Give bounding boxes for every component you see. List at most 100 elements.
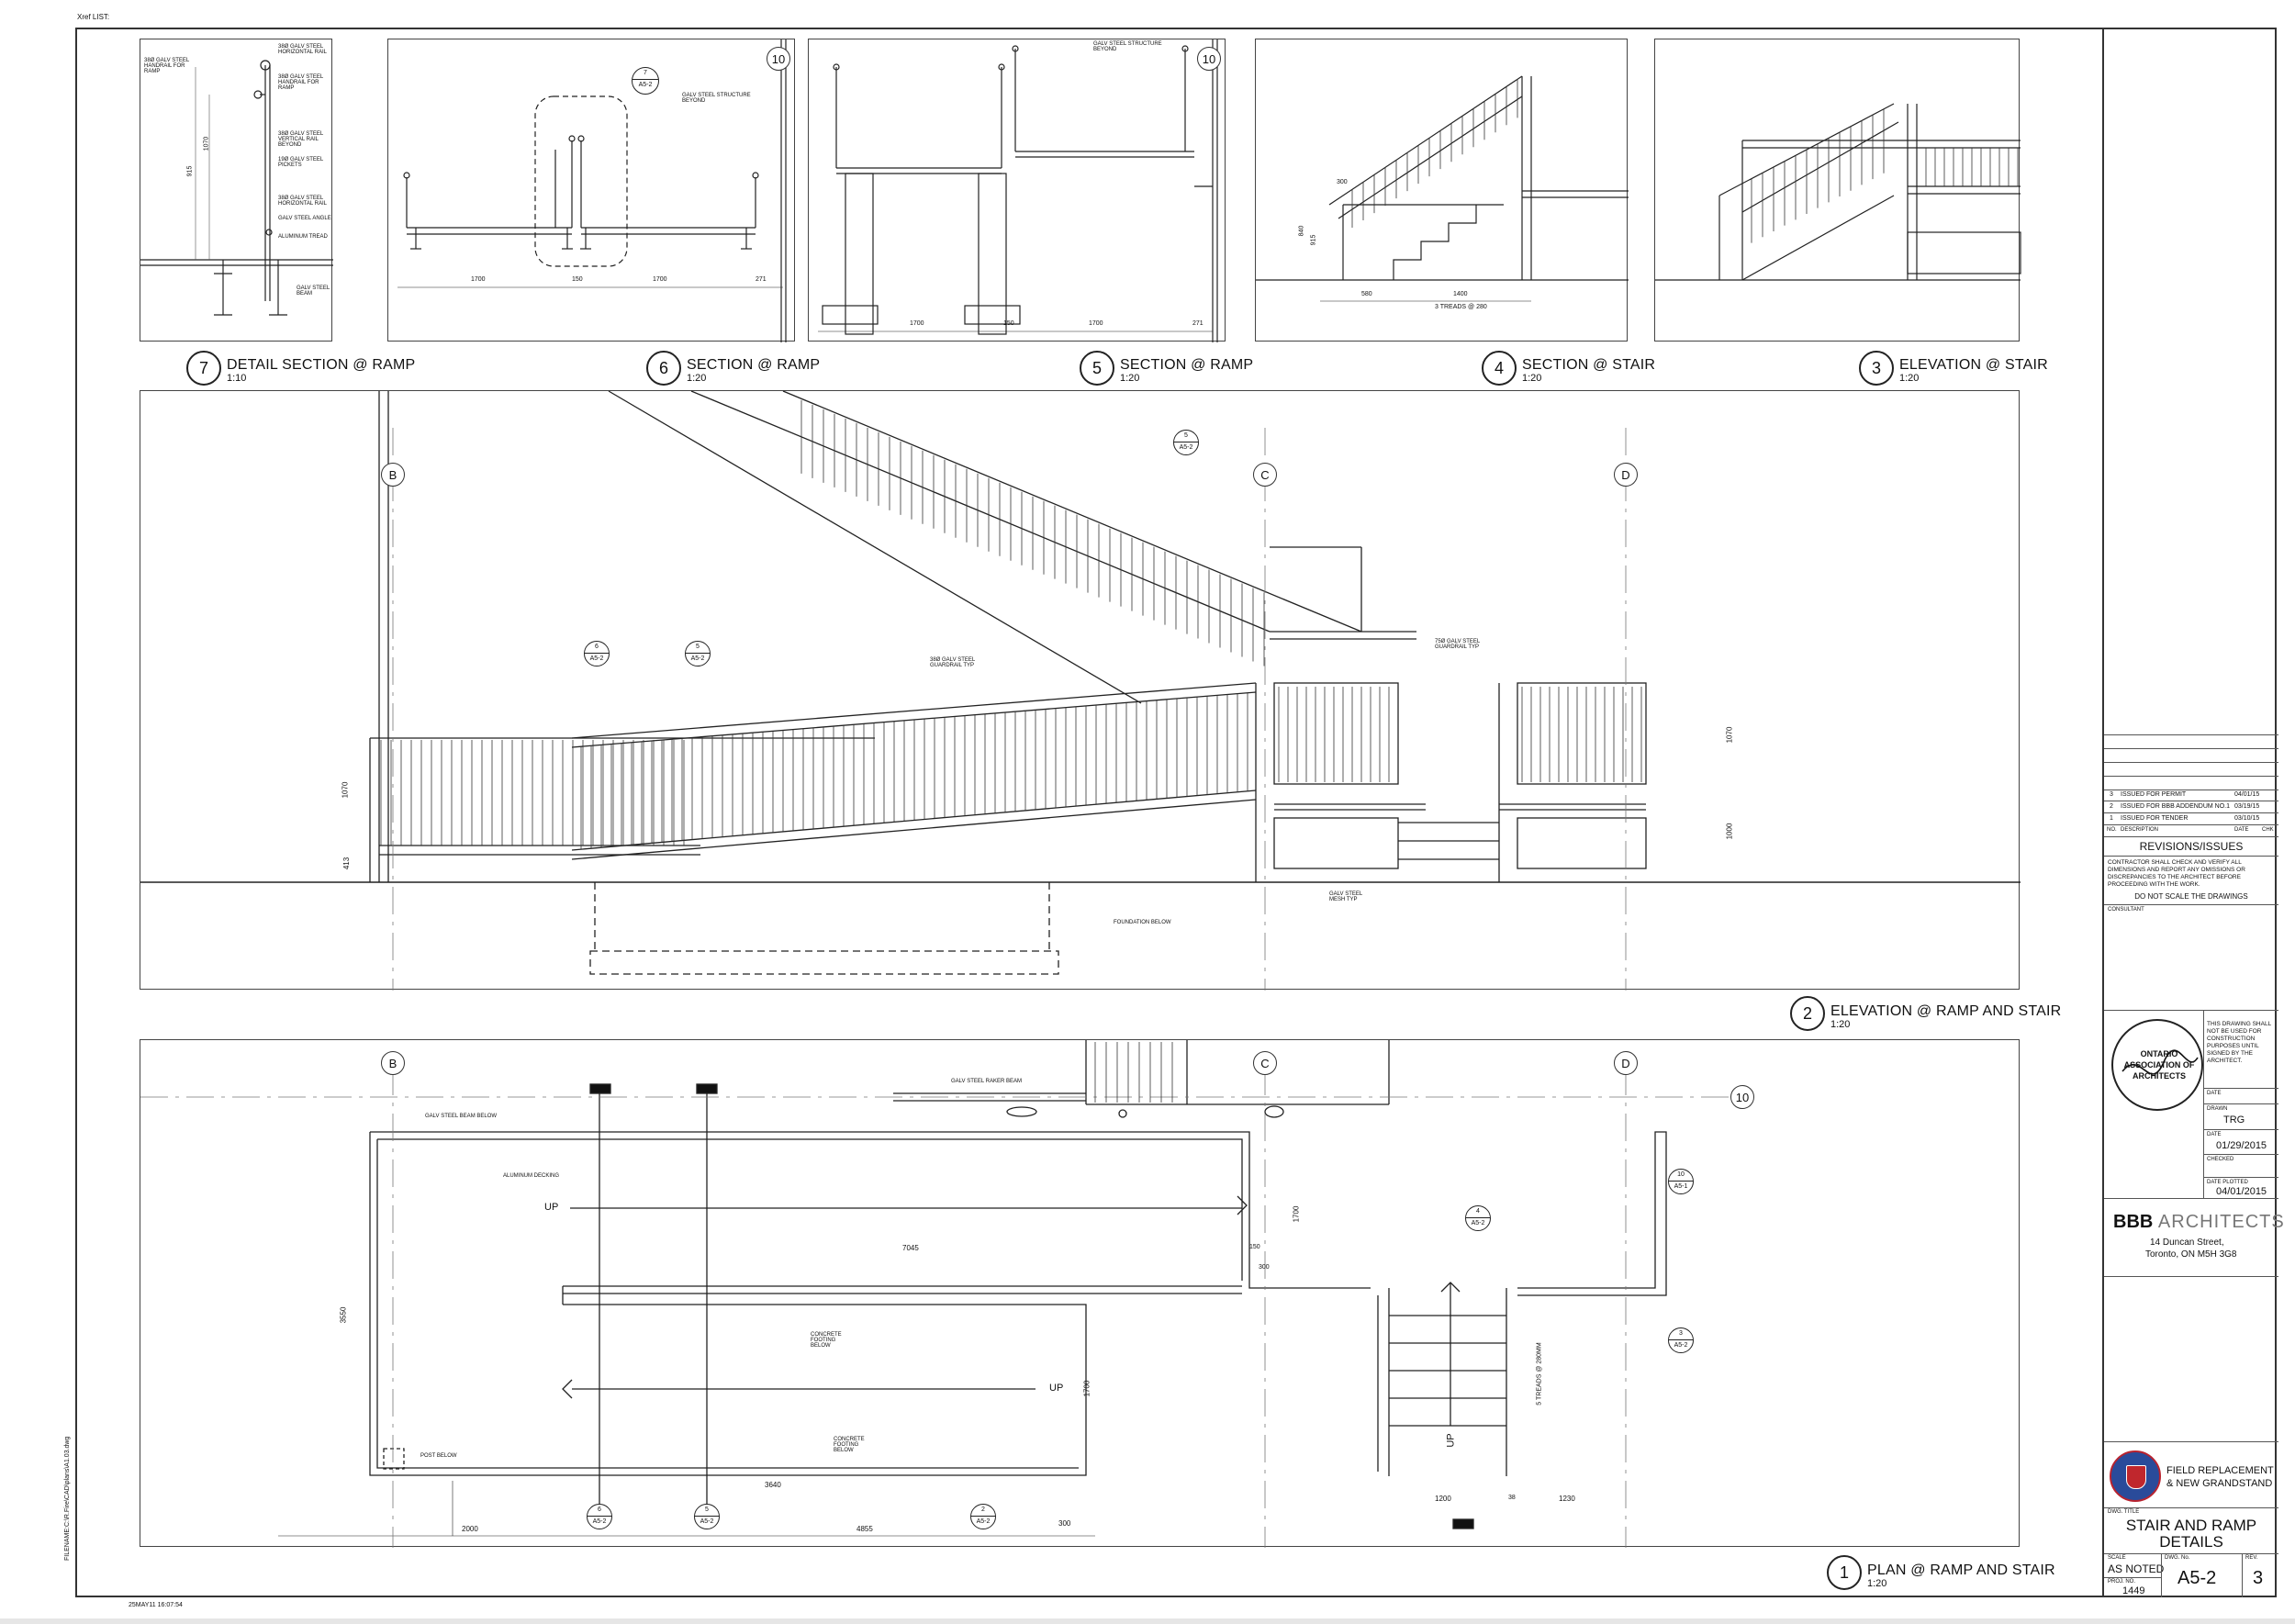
detail-1-dim-13: 150 <box>1249 1244 1260 1250</box>
detail-1-callout-6-num: 10 <box>1669 1170 1693 1182</box>
dwg-no-value: A5-2 <box>2177 1568 2217 1588</box>
tb-line <box>2104 1441 2278 1442</box>
detail-2-callout-1-sheet: A5-2 <box>589 655 604 662</box>
detail-6-title: SECTION @ RAMP <box>687 357 821 373</box>
rev-value: 3 <box>2253 1568 2264 1588</box>
detail-1-callout-4: 4 A5-2 <box>1465 1205 1491 1231</box>
detail-7-dim-1: 1070 <box>203 136 210 151</box>
detail-1-note-7: 5 TREADS @ 280MM <box>1536 1342 1543 1406</box>
detail-1-callout-1-sheet: A5-2 <box>592 1518 607 1525</box>
detail-2-grid-b: B <box>381 463 405 487</box>
detail-1-grid-10: 10 <box>1730 1085 1754 1109</box>
detail-3-panel <box>1654 39 2021 342</box>
rev-2-no: 2 <box>2110 803 2113 810</box>
detail-1-callout-3: 2 A5-2 <box>970 1504 996 1529</box>
rev-2-desc: ISSUED FOR BBB ADDENDUM NO.1 <box>2121 803 2231 810</box>
detail-5-dim-1: 1700 <box>910 320 924 327</box>
detail-1-callout-3-sheet: A5-2 <box>976 1518 991 1525</box>
tb-line <box>2104 1507 2278 1508</box>
detail-1-note-3: GALV STEEL RAKER BEAM <box>951 1079 1023 1084</box>
dwg-title-2: DETAILS <box>2159 1533 2223 1551</box>
detail-1-note-1: GALV STEEL BEAM BELOW <box>425 1114 498 1119</box>
detail-5-dim-4: 271 <box>1192 320 1203 327</box>
architect-seal: ONTARIO ASSOCIATION OF ARCHITECTS <box>2111 1019 2203 1111</box>
detail-7-dim-2: 915 <box>186 165 194 177</box>
do-not-scale: DO NOT SCALE THE DRAWINGS <box>2134 892 2248 901</box>
detail-4-pickets <box>1351 79 1518 229</box>
detail-7-note-9: GALV STEEL BEAM <box>297 286 330 297</box>
rev-1-no: 1 <box>2110 815 2113 822</box>
detail-2-dim-2: 413 <box>342 857 352 870</box>
detail-1-grid-c: C <box>1253 1051 1277 1075</box>
detail-6-dim-3: 1700 <box>653 276 667 283</box>
detail-1-up-2: UP <box>1049 1383 1064 1394</box>
detail-2-callout-1: 6 A5-2 <box>584 641 610 666</box>
scale-value: AS NOTED <box>2108 1562 2165 1575</box>
detail-6-note: GALV STEEL STRUCTURE BEYOND <box>682 93 751 104</box>
detail-1-callout-4-num: 4 <box>1466 1206 1490 1218</box>
detail-1-callout-4-sheet: A5-2 <box>1471 1220 1485 1226</box>
rev-row-line <box>2104 836 2278 837</box>
detail-1-note-2: ALUMINUM DECKING <box>503 1173 560 1179</box>
detail-6-dim-2: 150 <box>572 276 583 283</box>
revisions-title: REVISIONS/ISSUES <box>2139 840 2244 853</box>
detail-1-callout-6-sheet: A5-1 <box>1674 1183 1688 1190</box>
rev-row-line <box>2104 734 2278 735</box>
detail-1-grid-d: D <box>1614 1051 1638 1075</box>
file-path: FILENAME:C:\R.Fire\CAD\plans\A1.03.dwg <box>64 1436 71 1561</box>
detail-1-grid-b: B <box>381 1051 405 1075</box>
detail-1-callout-1: 6 A5-2 <box>587 1504 612 1529</box>
detail-6-number: 6 <box>646 351 681 386</box>
detail-2-callout-2-sheet: A5-2 <box>690 655 705 662</box>
detail-2-callout-2: 5 A5-2 <box>685 641 711 666</box>
detail-1-callout-5-sheet: A5-2 <box>1674 1342 1688 1349</box>
detail-7-note-7: GALV STEEL ANGLE <box>278 216 331 221</box>
rev-header-desc: DESCRIPTION <box>2121 827 2159 833</box>
detail-2-dim-4: 1000 <box>1725 823 1734 840</box>
rev-2-date: 03/19/15 <box>2234 803 2260 810</box>
detail-1-callout-2: 5 A5-2 <box>694 1504 720 1529</box>
detail-4-dim-6: 915 <box>1310 234 1317 246</box>
rev-row-line <box>2104 812 2278 813</box>
detail-1-up-3: UP <box>1445 1433 1457 1448</box>
detail-6-panel: GALV STEEL STRUCTURE BEYOND 1700 150 170… <box>387 39 795 342</box>
plot-stamp: 25MAY11 16:07:54 <box>129 1602 183 1608</box>
detail-2-note-3: GALV STEEL MESH TYP <box>1329 891 1363 902</box>
detail-3-title: ELEVATION @ STAIR <box>1899 357 2048 373</box>
bottom-bar <box>0 1618 2295 1624</box>
tb-line <box>2104 1198 2278 1199</box>
detail-1-note-5: CONCRETE FOOTING BELOW <box>834 1437 865 1453</box>
detail-7-scale: 1:10 <box>227 373 247 384</box>
tb-line <box>2104 856 2278 857</box>
detail-5-scale: 1:20 <box>1120 373 1140 384</box>
detail-6-gridref: 10 <box>767 47 790 71</box>
detail-1-dim-10: 38 <box>1508 1495 1516 1501</box>
rev-1-desc: ISSUED FOR TENDER <box>2121 815 2189 822</box>
detail-7-note-3: 38Ø GALV STEEL HANDRAIL FOR RAMP <box>278 74 324 91</box>
detail-4-dim-2: 580 <box>1361 291 1372 297</box>
address-line-2: Toronto, ON M5H 3G8 <box>2145 1249 2237 1260</box>
detail-1-dim-7: 4855 <box>856 1525 873 1533</box>
detail-1-dim-9: 1200 <box>1435 1495 1451 1503</box>
rev-1-date: 03/10/15 <box>2234 815 2260 822</box>
rev-3-desc: ISSUED FOR PERMIT <box>2121 791 2187 798</box>
detail-7-note-8: ALUMINUM TREAD <box>278 234 328 240</box>
detail-1-dim-6: 2000 <box>462 1525 478 1533</box>
detail-1-dim-11: 1230 <box>1559 1495 1575 1503</box>
rev-row-line <box>2104 776 2278 777</box>
rev-row-line <box>2104 762 2278 763</box>
detail-1-dim-8: 300 <box>1058 1519 1071 1528</box>
detail-3-number: 3 <box>1859 351 1894 386</box>
tb-line <box>2104 1276 2278 1277</box>
detail-4-dim-4: 3 TREADS @ 280 <box>1435 304 1487 310</box>
rev-header-no: NO. <box>2107 827 2117 833</box>
detail-4-drawing <box>1256 75 1629 302</box>
plotted-label: DATE PLOTTED <box>2207 1180 2248 1185</box>
firm-name-bold: BBB <box>2113 1212 2154 1232</box>
title-block: 3 ISSUED FOR PERMIT 04/01/15 2 ISSUED FO… <box>2102 28 2284 1597</box>
detail-1-dim-12: 300 <box>1259 1264 1270 1271</box>
detail-6-scale: 1:20 <box>687 373 707 384</box>
rev-label: REV. <box>2245 1555 2258 1561</box>
detail-1-scale: 1:20 <box>1867 1578 1887 1589</box>
detail-3-scale: 1:20 <box>1899 373 1920 384</box>
